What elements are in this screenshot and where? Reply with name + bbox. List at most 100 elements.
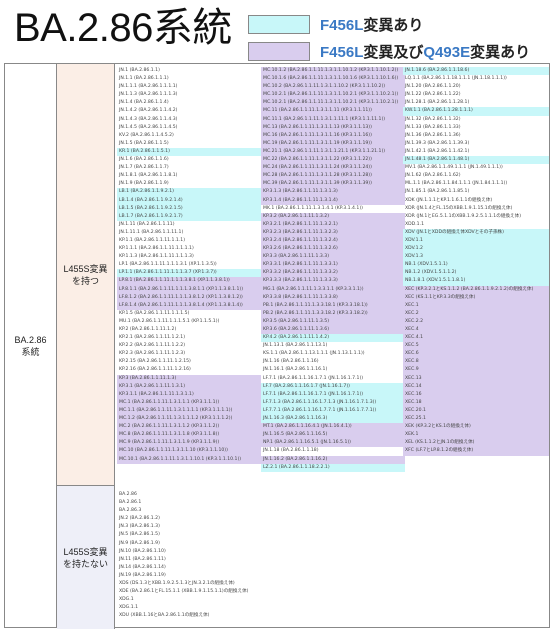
lineage-item: LP.8.1 (BA.2.86.1.1.11.1.1.1.3.8.1 (XP.1…: [117, 277, 261, 286]
group-with-l455s-label: L455S変異 を持つ: [63, 263, 108, 286]
lineage-column-1: JN.1 (BA.2.86.1.1)JN.1.1 (BA.2.86.1.1.1)…: [117, 67, 261, 464]
lineage-item: JN.1.13.1 (BA.2.86.1.1.13.1): [263, 343, 328, 349]
lineage-item: JN.5 (BA.2.86.1.5): [119, 532, 160, 538]
lineage-item: MC.10 (BA.2.86.1.1.11.1.3.1.1.10 (KP.3.1…: [117, 447, 261, 456]
lineage-item: JN.1.33 (BA.2.86.1.1.33): [405, 124, 461, 130]
lineage-table: BA.2.86 系統 L455S変異 を持つ L455S変異 を持たない JN.…: [4, 63, 550, 629]
lineage-item: KP.2 (BA.2.86.1.1.11.1.2): [119, 327, 177, 332]
page-title: BA.2.86系統: [14, 6, 232, 50]
lineage-item: JN.1.16.2 (BA.2.86.1.1.16.2): [261, 455, 405, 464]
lineage-item: JN.1.1.3 (BA.2.86.1.1.1.3): [119, 92, 178, 98]
lineage-item: KP.3.1.1 (BA.2.86.1.1.11.1.3.1.1): [117, 390, 261, 399]
lineage-item: XEC.6: [403, 350, 549, 359]
lineage-item: XDD.1.1: [405, 221, 424, 227]
legend-label-f456l: F456L変異あり: [320, 16, 424, 34]
lineage-item: LF.7.7.1 (BA.2.86.1.1.16.1.7.7.1 (JN.1.1…: [261, 406, 405, 416]
lineage-item: LZ.2.1 (BA.2.86.1.1.18.2.2.1): [261, 463, 405, 472]
lineage-item: NB.1.2 (XDV.1.5.1.1.2): [403, 269, 549, 278]
lineage-item: XEC.5: [403, 342, 549, 351]
lineage-item: LP.1 (BA.2.86.1.1.11.1.1.1.3.1 (XP.1.1.3…: [119, 262, 217, 268]
lineage-item: XEK.1: [403, 431, 549, 440]
lineage-item: JN.11 (BA.2.86.1.11): [119, 556, 166, 562]
lineage-item: XDR (JN.1.4とFL.15のXBB.1.9.1.15.1の組換え体): [405, 205, 513, 211]
lineage-item: XEK (KP.3.2とKS.1の組換え体): [403, 423, 549, 432]
lineage-item: XDV.1.2: [403, 245, 549, 254]
lineage-item: JN.1.4 (BA.2.86.1.1.4): [119, 100, 169, 106]
lineage-item: MC.22 (BA.2.86.1.1.11.1.3.1.1.22 (KP.3.1…: [261, 156, 405, 165]
lineage-item: JN.1.11.1 (BA.2.86.1.1.11.1): [119, 229, 184, 235]
lineage-item: JN.1.22 (BA.2.86.1.1.22): [405, 92, 461, 98]
lineage-item: BA.2.86.3: [119, 508, 142, 514]
lineage-item: NB.1 (XDV.1.5.1.1): [403, 261, 549, 270]
lineage-item: JN.1.18.6 (BA.2.86.1.1.18.6): [403, 67, 549, 76]
lineage-item: JN.14 (BA.2.86.1.14): [119, 564, 166, 570]
lineage-item: LB.1.4 (BA.2.86.1.1.9.2.1.4): [117, 196, 261, 205]
lineage-item: KP.1.1.3 (BA.2.86.1.1.11.1.1.1.3): [119, 254, 194, 260]
lineage-item: XEC (KP.3.2.1とKS.1.1.2 (BA.2.86.1.1.9.2.…: [403, 285, 549, 294]
lineage-item: KP.3.6 (BA.2.86.1.1.11.1.3.6): [261, 326, 405, 335]
lineage-item: JN.2 (BA.2.86.1.2): [119, 516, 160, 522]
lineage-item: NP.1 (BA.2.86.1.1.16.5.1 (JN.1.16.5.1)): [261, 439, 405, 448]
lineage-item: KP.4.2 (BA.2.86.1.1.11.1.4.2): [261, 334, 405, 343]
lineage-item: KP.3.3.2 (BA.2.86.1.1.11.1.3.3.2): [261, 269, 405, 278]
lineage-item: KP.3.2 (BA.2.86.1.1.11.1.3.2): [261, 212, 405, 221]
lineage-item: XDG.1.1: [119, 605, 139, 611]
lineage-item: XEC.8: [403, 358, 549, 367]
lineage-item: XFC (LF.7とLP.8.1.2の組換え体): [403, 447, 549, 456]
lineage-item: JN.1.7 (BA.2.86.1.1.7): [119, 165, 169, 171]
lineage-item: KP.3.1 (BA.2.86.1.1.11.1.3.1): [117, 382, 261, 391]
lineage-item: LF.7.1 (BA.2.86.1.1.16.1.7.1 (JN.1.16.1.…: [261, 390, 405, 399]
lineage-item: JN.1.4.2 (BA.2.86.1.1.4.2): [119, 108, 178, 114]
lineage-item: PB.1 (BA.2.86.1.1.11.1.3.3.18.1 (KP.3.3.…: [261, 301, 405, 310]
lineage-item: XDG.1: [119, 597, 134, 603]
lineage-item: XDK (JN.1.1.1とKP.1.1.6.1.1の組換え体): [405, 197, 493, 203]
lineage-item: MU.1 (BA.2.86.1.1.11.1.1.1.5.1 (KP.1.1.5…: [119, 318, 220, 324]
lineage-item: XEL (KS.1.1.2とJN.1の組換え体): [403, 439, 549, 448]
lineage-item: XEC.2: [403, 309, 549, 318]
lower-list-area: [115, 486, 549, 627]
lineage-item: MC.10.1.2 (BA.2.86.1.1.11.1.3.1.1.10.1.2…: [261, 67, 405, 76]
lineage-item: NB.1.8.1 (XDV.1.5.1.1.8.1): [403, 277, 549, 286]
lineage-item: LP.8.1.1 (BA.2.86.1.1.11.1.1.1.3.8.1.1 (…: [117, 285, 261, 294]
lineage-item: MC.9 (BA.2.86.1.1.11.1.3.1.1.9 (KP.3.1.1…: [117, 439, 261, 448]
lineage-item: XDU (XBB.1.16とBA.2.86.1.1の組換え体): [119, 613, 210, 619]
lineage-item: XDS (DS.1.3とXBB.1.9.2.5.1.3とJN.3.2.1の組換え…: [119, 581, 235, 587]
lineage-item: MC.16 (BA.2.86.1.1.11.1.3.1.1.16 (KP.3.1…: [261, 131, 405, 140]
lineage-item: MC.8 (BA.2.86.1.1.11.1.3.1.1.8 (KP.3.1.1…: [117, 431, 261, 440]
lineage-item: LF.8.1.2 (BA.2.86.1.1.11.1.1.1.3.8.1.2 (…: [117, 293, 261, 302]
lineage-item: JN.1.85.1 (BA.2.86.1.1.85.1): [405, 189, 470, 195]
lineage-item: MC.10.2.1 (BA.2.86.1.1.11.1.3.1.1.10.2.1…: [261, 99, 405, 108]
group-with-l455s: L455S変異 を持つ: [57, 64, 115, 486]
lineage-item: KP.3.3.8 (BA.2.86.1.1.11.1.3.3.8): [261, 293, 405, 302]
lineage-item: KP.3.1.4 (BA.2.86.1.1.11.1.3.1.4): [261, 196, 405, 205]
lineage-item: MG.1 (BA.2.86.1.1.11.1.3.3.1.1 (KP.3.3.1…: [261, 285, 405, 294]
lineage-item: JN.1.8.1 (BA.2.86.1.1.8.1): [119, 173, 178, 179]
lineage-item: JN.10 (BA.2.86.1.10): [119, 548, 166, 554]
lineage-item: PB.2 (BA.2.86.1.1.11.1.3.3.18.2 (KP.3.3.…: [261, 309, 405, 318]
legend-label-f456l-q493e: F456L変異及びQ493E変異あり: [320, 43, 531, 61]
lineage-item: KP.3.3 (BA.2.86.1.1.11.1.3.3): [261, 253, 405, 262]
lineage-item: MV.1 (BA.2.86.1.1.49.1.1.1 (JN.1.49.1.1.…: [405, 165, 503, 171]
lineage-item: KR.1 (BA.2.86.1.1.5.1): [117, 147, 261, 157]
lineage-item: KP.3.3.3 (BA.2.86.1.1.11.1.3.3.3): [261, 277, 405, 286]
lineage-item: JN.1.11 (BA.2.86.1.1.11): [119, 221, 175, 227]
lineage-item: LB.1.5 (BA.2.86.1.1.9.2.1.5): [117, 204, 261, 213]
lineage-item: XDE (BA.2.86.1とFL.15.1.1 (XBB.1.9.1.15.1…: [119, 589, 249, 595]
lineage-item: JN.1.16.1 (BA.2.86.1.1.16.1): [263, 367, 328, 373]
lineage-item: KP.2.16 (BA.2.86.1.1.11.1.2.16): [119, 367, 191, 373]
lineage-item: KP.2.15 (BA.2.86.1.1.11.1.2.15): [119, 359, 191, 365]
lineage-item: JN.1.16 (BA.2.86.1.1.16): [263, 359, 319, 365]
lineage-item: KV.2 (BA.2.86.1.1.4.5.2): [119, 132, 174, 138]
lineage-item: KW.1.1 (BA.2.86.1.1.28.1.1.1): [403, 107, 549, 116]
lineage-item: XEC (KS.1.1とKP.3.3の組換え体): [403, 293, 549, 302]
lineage-item: XEC.1: [403, 301, 549, 310]
lineage-item: MC.1.1 (BA.2.86.1.1.11.1.3.1.1.1.1 (KP.3…: [117, 406, 261, 416]
lineage-item: ML.1.1 (BA.2.86.1.1.84.1.1.1 (JN.1.84.1.…: [405, 181, 508, 187]
lineage-item: XDV.1.3: [403, 253, 549, 262]
lineage-item: XEC.9: [403, 366, 549, 375]
lineage-item: JN.3 (BA.2.86.1.3): [119, 524, 160, 530]
lineage-item: JN.1.20 (BA.2.86.1.1.20): [405, 84, 461, 90]
lineage-item: JN.1.32 (BA.2.86.1.1.32): [405, 116, 461, 122]
lineage-item: KP.3.2.6 (BA.2.86.1.1.11.1.3.2.6): [261, 245, 405, 254]
